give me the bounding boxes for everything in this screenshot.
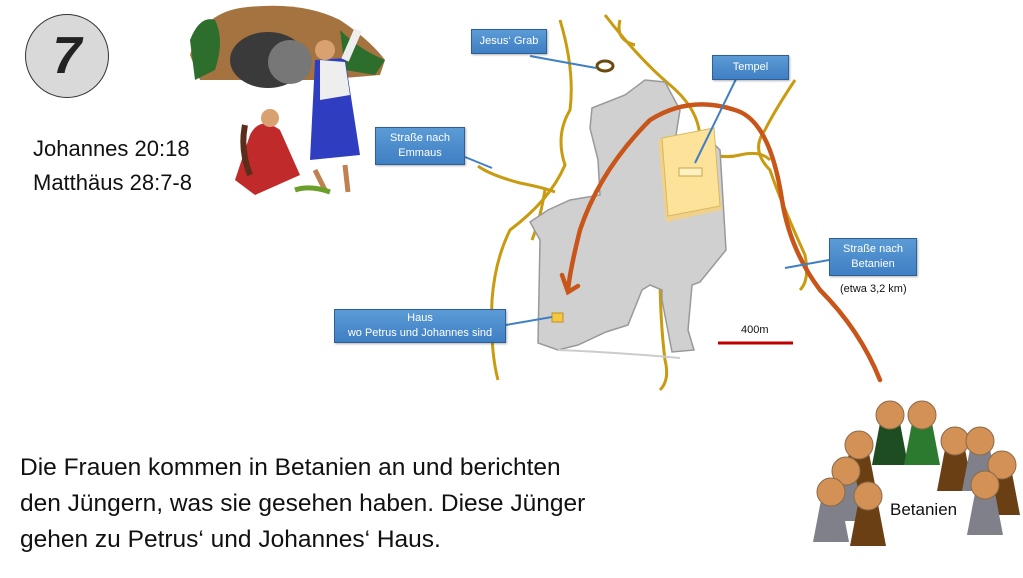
slide-number: 7 <box>52 27 82 85</box>
disciple-figure <box>813 477 849 542</box>
route-arrow <box>559 102 883 383</box>
label-line: Straße nach <box>843 243 903 255</box>
label-temple: Tempel <box>712 55 789 80</box>
bethany-distance: (etwa 3,2 km) <box>840 283 907 295</box>
house-icon <box>551 312 564 323</box>
label-house: Haus wo Petrus und Johannes sind <box>334 309 506 343</box>
body-text-line: Die Frauen kommen in Betanien an und ber… <box>20 454 561 481</box>
bible-reference: Johannes 20:18 <box>33 136 190 161</box>
disciple-figure <box>904 400 940 465</box>
disciples-group <box>813 400 1020 546</box>
label-connectors <box>464 55 830 326</box>
label-line: Straße nach <box>390 132 450 144</box>
label-grave-text: Jesus‘ Grab <box>479 35 539 47</box>
label-line: Haus <box>407 312 433 324</box>
bible-reference: Matthäus 28:7-8 <box>33 170 192 195</box>
body-text-line: gehen zu Petrus‘ und Johannes‘ Haus. <box>20 526 441 553</box>
disciple-figure <box>967 470 1003 535</box>
disciple-figure <box>850 481 886 546</box>
grave-icon <box>595 59 615 73</box>
body-text-line: den Jüngern, was sie gesehen haben. Dies… <box>20 490 586 517</box>
label-temple-text: Tempel <box>732 61 769 73</box>
label-bethany-road: Straße nach Betanien <box>829 238 917 276</box>
label-line: Betanien <box>851 258 895 270</box>
disciple-figure <box>872 400 908 465</box>
scale-label: 400m <box>741 324 769 336</box>
label-line: wo Petrus und Johannes sind <box>347 327 493 339</box>
label-grave: Jesus‘ Grab <box>471 29 547 54</box>
temple-icon <box>658 127 722 222</box>
label-line: Emmaus <box>398 147 442 159</box>
slide-number-badge: 7 <box>25 14 109 98</box>
group-label: Betanien <box>890 500 958 519</box>
tomb-scene-illustration <box>190 5 385 195</box>
label-emmaus-road: Straße nach Emmaus <box>375 127 465 165</box>
